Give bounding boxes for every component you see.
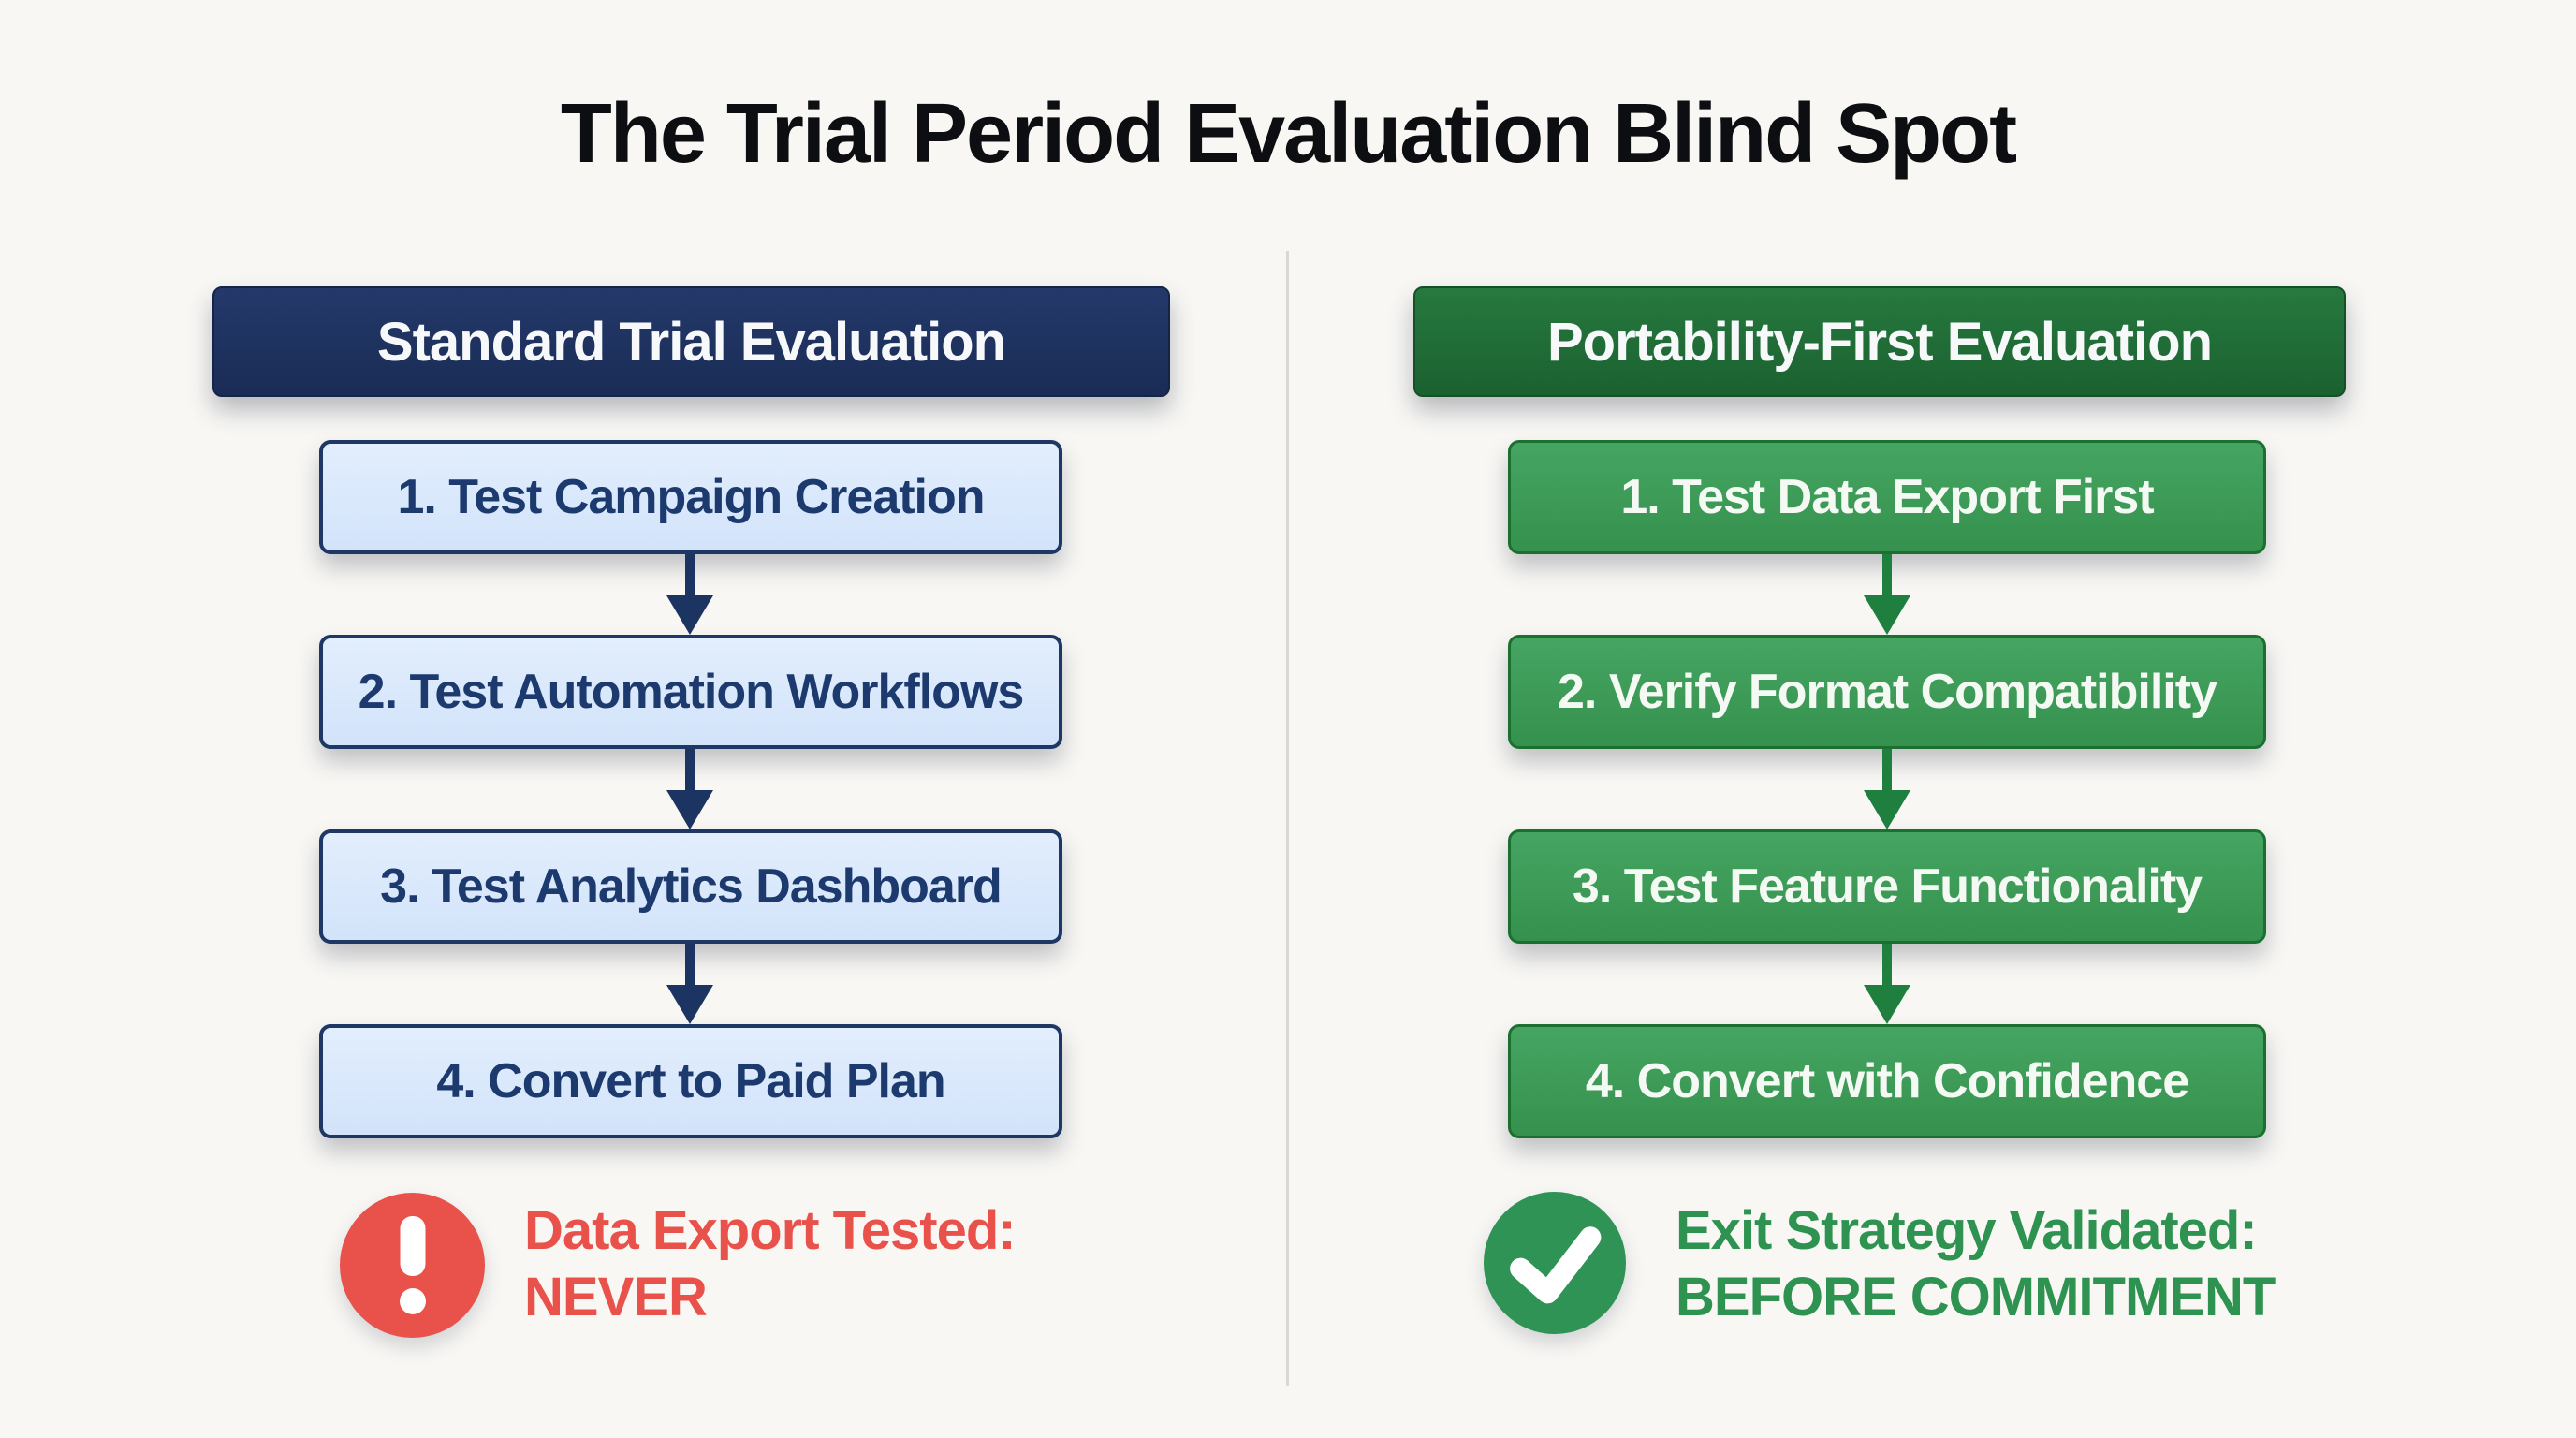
down-arrow-icon <box>662 944 718 1024</box>
step-box-standard-4: 4. Convert to Paid Plan <box>319 1024 1062 1138</box>
step-box-standard-2: 2. Test Automation Workflows <box>319 635 1062 749</box>
standard-column-header: Standard Trial Evaluation <box>212 286 1170 397</box>
standard-verdict-line2: NEVER <box>524 1266 708 1328</box>
down-arrow-icon <box>662 749 718 829</box>
step-box-portability-4: 4. Convert with Confidence <box>1508 1024 2266 1138</box>
step-box-portability-1: 1. Test Data Export First <box>1508 440 2266 554</box>
portability-column-header: Portability-First Evaluation <box>1413 286 2346 397</box>
exclamation-bar <box>400 1216 425 1276</box>
standard-verdict: Data Export Tested: NEVER <box>524 1198 1017 1331</box>
down-arrow-icon <box>1859 749 1915 829</box>
step-box-portability-3: 3. Test Feature Functionality <box>1508 829 2266 944</box>
portability-verdict-line1: Exit Strategy Validated: <box>1676 1200 2258 1261</box>
exclamation-dot <box>399 1288 426 1314</box>
down-arrow-icon <box>1859 554 1915 635</box>
down-arrow-icon <box>1859 944 1915 1024</box>
down-arrow-icon <box>662 554 718 635</box>
standard-verdict-line1: Data Export Tested: <box>524 1200 1017 1261</box>
check-icon <box>1484 1192 1626 1334</box>
portability-verdict: Exit Strategy Validated: BEFORE COMMITME… <box>1676 1198 2276 1331</box>
step-box-standard-3: 3. Test Analytics Dashboard <box>319 829 1062 944</box>
column-divider <box>1286 251 1289 1386</box>
step-box-portability-2: 2. Verify Format Compatibility <box>1508 635 2266 749</box>
page-title: The Trial Period Evaluation Blind Spot <box>560 87 2017 181</box>
step-box-standard-1: 1. Test Campaign Creation <box>319 440 1062 554</box>
portability-verdict-line2: BEFORE COMMITMENT <box>1676 1266 2276 1328</box>
exclamation-icon <box>340 1193 485 1338</box>
